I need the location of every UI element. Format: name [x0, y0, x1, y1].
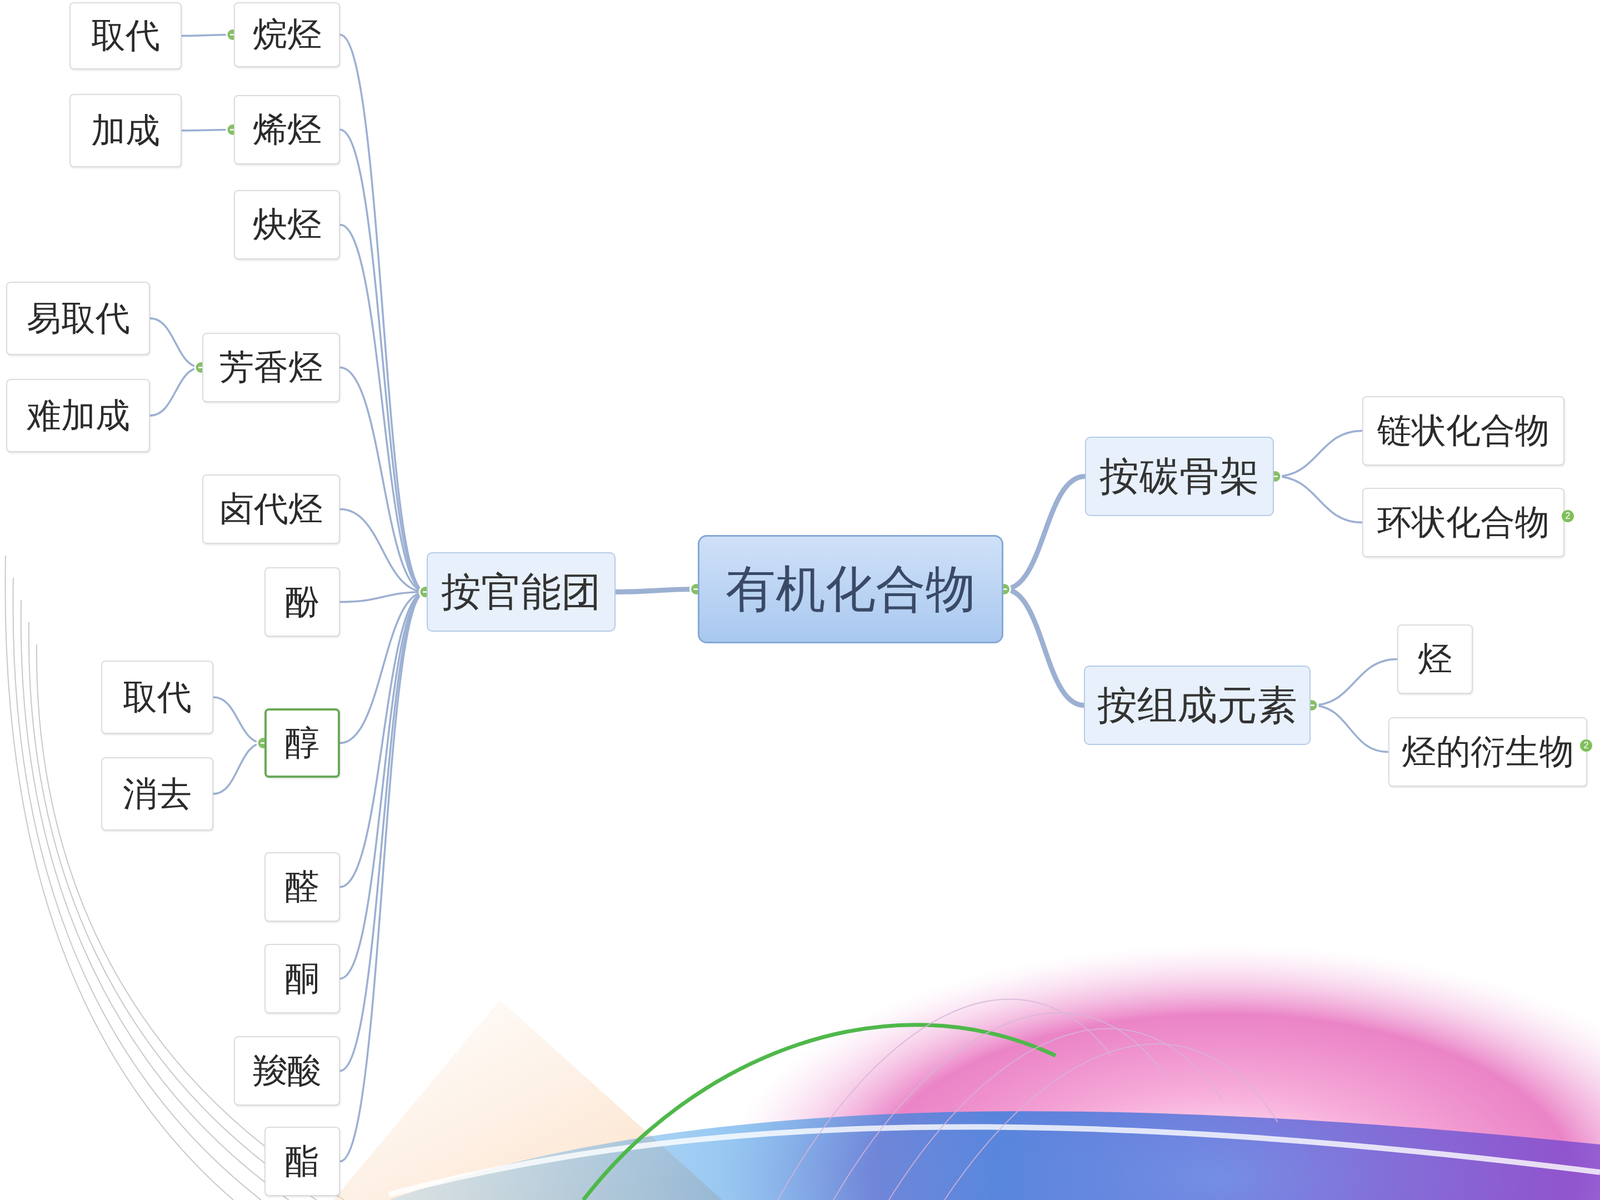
- topic-text: 按组成元素: [1097, 683, 1298, 728]
- leaf-topic: 消去: [101, 757, 214, 831]
- white-streak: [388, 1126, 1600, 1195]
- topic-text: 烃的衍生物: [1401, 732, 1574, 771]
- topic-text: 烷烃: [252, 15, 322, 54]
- topic-text: 酯: [285, 1142, 320, 1180]
- green-streak: [583, 1025, 1056, 1200]
- branch-connector: [1004, 476, 1086, 590]
- category-topic: 按碳骨架: [1085, 436, 1274, 517]
- leaf-topic: 醛: [264, 852, 340, 922]
- topic-text: 易取代: [26, 299, 130, 338]
- collapsed-count-badge: 2: [1580, 739, 1593, 752]
- branch-connector: [1275, 476, 1363, 523]
- topic-text: 按官能团: [441, 570, 602, 614]
- grey-swoosh: [5, 555, 345, 1200]
- topic-text: 醛: [285, 867, 320, 906]
- branch-connector: [150, 367, 202, 417]
- topic-text: 酚: [285, 582, 320, 621]
- branch-connector: [340, 509, 426, 593]
- blue-band: [388, 1111, 1600, 1200]
- leaf-topic: 烃的衍生物: [1388, 717, 1588, 787]
- leaf-topic: 难加成: [6, 378, 150, 453]
- topic-text: 芳香烃: [219, 348, 323, 387]
- topic-text: 烯烃: [252, 110, 322, 149]
- topic-text: 炔烃: [252, 205, 322, 244]
- leaf-topic: 烯烃: [233, 95, 340, 165]
- branch-connector: [340, 592, 426, 1072]
- branch-connector: [1311, 659, 1398, 706]
- branch-connector: [615, 589, 697, 593]
- branch-connector: [340, 592, 426, 888]
- topic-text: 环状化合物: [1377, 503, 1550, 542]
- leaf-topic: 酯: [264, 1126, 340, 1197]
- leaf-topic: 取代: [69, 2, 182, 70]
- branch-connector: [213, 743, 264, 795]
- branch-connector: [1275, 431, 1363, 477]
- topic-text: 消去: [122, 775, 192, 813]
- root-topic: 有机化合物: [697, 535, 1004, 644]
- branch-connector: [340, 592, 426, 1162]
- leaf-topic: 醇: [264, 708, 340, 778]
- fine-curves: [777, 998, 1278, 1200]
- topic-text: 加成: [91, 111, 160, 150]
- topic-text: 链状化合物: [1377, 411, 1550, 450]
- branch-connector: [340, 592, 426, 979]
- branch-connector: [150, 318, 202, 368]
- leaf-topic: 烃: [1397, 624, 1473, 694]
- category-topic: 按组成元素: [1083, 665, 1311, 745]
- branch-connector: [340, 225, 426, 593]
- topic-text: 难加成: [26, 396, 130, 435]
- leaf-topic: 酚: [264, 567, 340, 637]
- leaf-topic: 环状化合物: [1362, 487, 1565, 558]
- topic-text: 取代: [122, 678, 192, 717]
- leaf-topic: 取代: [101, 660, 214, 734]
- leaf-topic: 芳香烃: [202, 332, 340, 403]
- branch-connector: [340, 35, 426, 593]
- topic-text: 有机化合物: [725, 561, 976, 617]
- category-topic: 按官能团: [426, 552, 616, 632]
- leaf-topic: 羧酸: [233, 1036, 340, 1106]
- topic-text: 醇: [285, 723, 320, 762]
- topic-text: 卤代烃: [219, 490, 323, 528]
- branch-connector: [1004, 589, 1085, 706]
- topic-text: 羧酸: [252, 1051, 322, 1090]
- leaf-topic: 卤代烃: [202, 474, 340, 544]
- branch-connector: [1311, 705, 1389, 753]
- branch-connector: [181, 130, 233, 132]
- branch-connector: [181, 35, 233, 37]
- leaf-topic: 烷烃: [233, 2, 340, 68]
- branch-connector: [340, 367, 426, 593]
- branch-connector: [213, 697, 264, 744]
- leaf-topic: 炔烃: [233, 190, 340, 260]
- topic-text: 按碳骨架: [1099, 454, 1260, 499]
- topic-text: 取代: [91, 16, 160, 55]
- branch-connector: [340, 130, 426, 593]
- collapsed-count-badge: 2: [1561, 510, 1574, 523]
- leaf-topic: 链状化合物: [1362, 396, 1565, 466]
- topic-text: 酮: [285, 959, 320, 998]
- leaf-topic: 易取代: [6, 281, 150, 355]
- leaf-topic: 加成: [69, 93, 182, 168]
- leaf-topic: 酮: [264, 943, 340, 1014]
- topic-text: 烃: [1417, 640, 1453, 678]
